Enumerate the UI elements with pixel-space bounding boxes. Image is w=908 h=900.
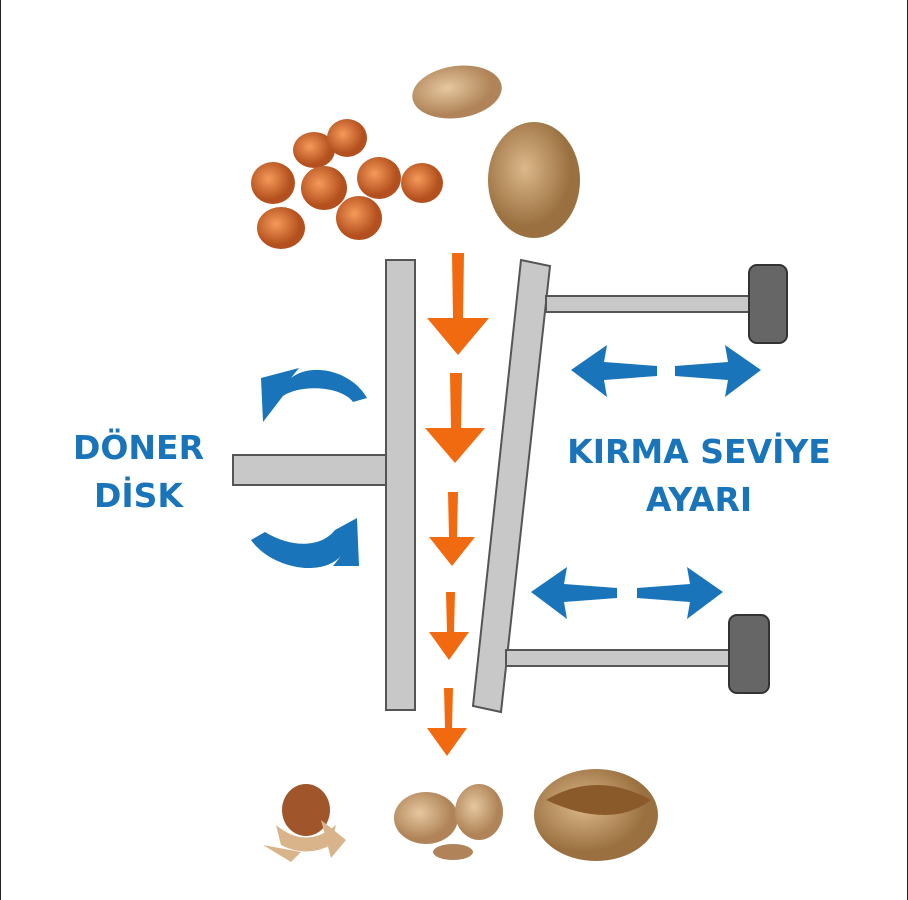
adjust-rod-top: [545, 295, 757, 313]
down-arrow-icon: [427, 253, 489, 355]
rotating-disk-label: DÖNER DİSK: [51, 424, 226, 520]
adjust-handle-bottom[interactable]: [728, 614, 770, 694]
down-arrow-icon: [429, 592, 469, 660]
left-arrow-icon: [531, 567, 617, 619]
walnut-icon: [488, 122, 580, 238]
cracked-hazelnut-icon: [263, 784, 346, 862]
crush-plate: [471, 258, 552, 714]
almond-icon: [412, 65, 502, 119]
rotating-disk-label-line2: DİSK: [93, 476, 183, 515]
crush-level-label-line2: AYARI: [645, 480, 753, 519]
adjust-rod-bottom: [505, 649, 735, 667]
disk-shaft: [232, 454, 389, 486]
left-arrow-icon: [571, 345, 657, 397]
cracked-walnut-icon: [534, 769, 658, 861]
down-arrow-icon: [429, 492, 475, 566]
adjust-handle-top[interactable]: [748, 264, 788, 344]
right-arrow-icon: [675, 345, 761, 397]
down-arrow-icon: [427, 688, 467, 756]
flow-arrows: [425, 253, 489, 756]
rotate-arrow-icon: [261, 368, 367, 422]
rotating-disk-label-line1: DÖNER: [72, 428, 205, 467]
rotate-arrow-icon: [251, 518, 359, 568]
down-arrow-icon: [425, 373, 485, 463]
hazelnut-icon: [251, 119, 443, 249]
crush-level-label-line1: KIRMA SEVİYE: [567, 432, 831, 471]
cracked-almond-icon: [394, 784, 503, 860]
rotating-disk-plate: [385, 259, 416, 711]
crush-level-label: KIRMA SEVİYE AYARI: [549, 428, 849, 524]
right-arrow-icon: [637, 567, 723, 619]
